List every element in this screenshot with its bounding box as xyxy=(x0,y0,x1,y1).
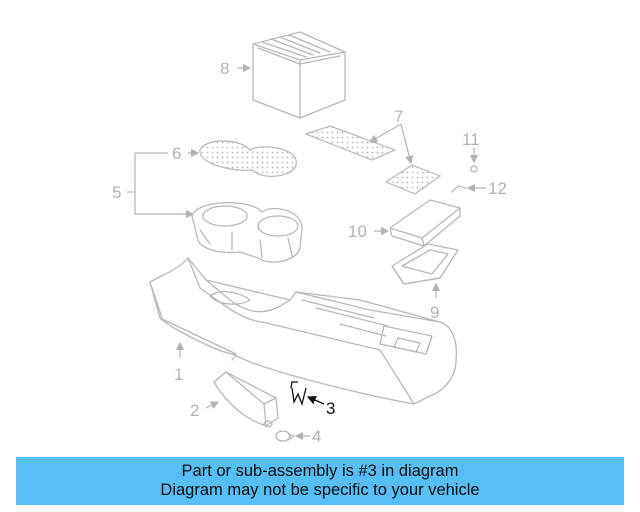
callout-11: 11 xyxy=(462,130,480,149)
callout-9: 9 xyxy=(430,303,439,322)
leader-7b xyxy=(400,123,414,165)
callout-10: 10 xyxy=(348,222,367,241)
part-8-storage-box xyxy=(252,31,346,119)
callout-6: 6 xyxy=(172,144,181,163)
caption-bar: Part or sub-assembly is #3 in diagram Di… xyxy=(16,457,624,505)
callout-1: 1 xyxy=(174,365,183,384)
callout-7: 7 xyxy=(394,107,403,126)
leader-3 xyxy=(306,395,325,405)
callout-4: 4 xyxy=(312,427,321,446)
leader-7a xyxy=(368,123,402,143)
part-10-lid xyxy=(389,199,461,247)
leader-5-bracket xyxy=(134,152,190,215)
callout-2: 2 xyxy=(190,401,199,420)
callout-5: 5 xyxy=(112,183,121,202)
part-3-clip xyxy=(290,381,307,407)
part-6-cupholder-mat xyxy=(199,140,297,177)
caption-line-2: Diagram may not be specific to your vehi… xyxy=(160,481,480,499)
part-cupholder-assembly xyxy=(191,202,303,263)
callout-12: 12 xyxy=(488,179,507,198)
leader-2 xyxy=(205,401,220,409)
part-7-mats xyxy=(304,125,442,195)
part-4-push-pin xyxy=(275,430,295,442)
part-1-console xyxy=(149,257,458,405)
part-9-tray xyxy=(391,243,459,285)
part-12-clip xyxy=(451,183,486,193)
parts-diagram: 8 7 6 5 11 12 10 xyxy=(112,31,507,446)
part-2-side-trim xyxy=(213,371,279,428)
caption-line-1: Part or sub-assembly is #3 in diagram xyxy=(181,462,459,480)
callout-3: 3 xyxy=(326,399,335,418)
callout-8: 8 xyxy=(220,59,229,78)
part-11-clip xyxy=(469,148,479,173)
